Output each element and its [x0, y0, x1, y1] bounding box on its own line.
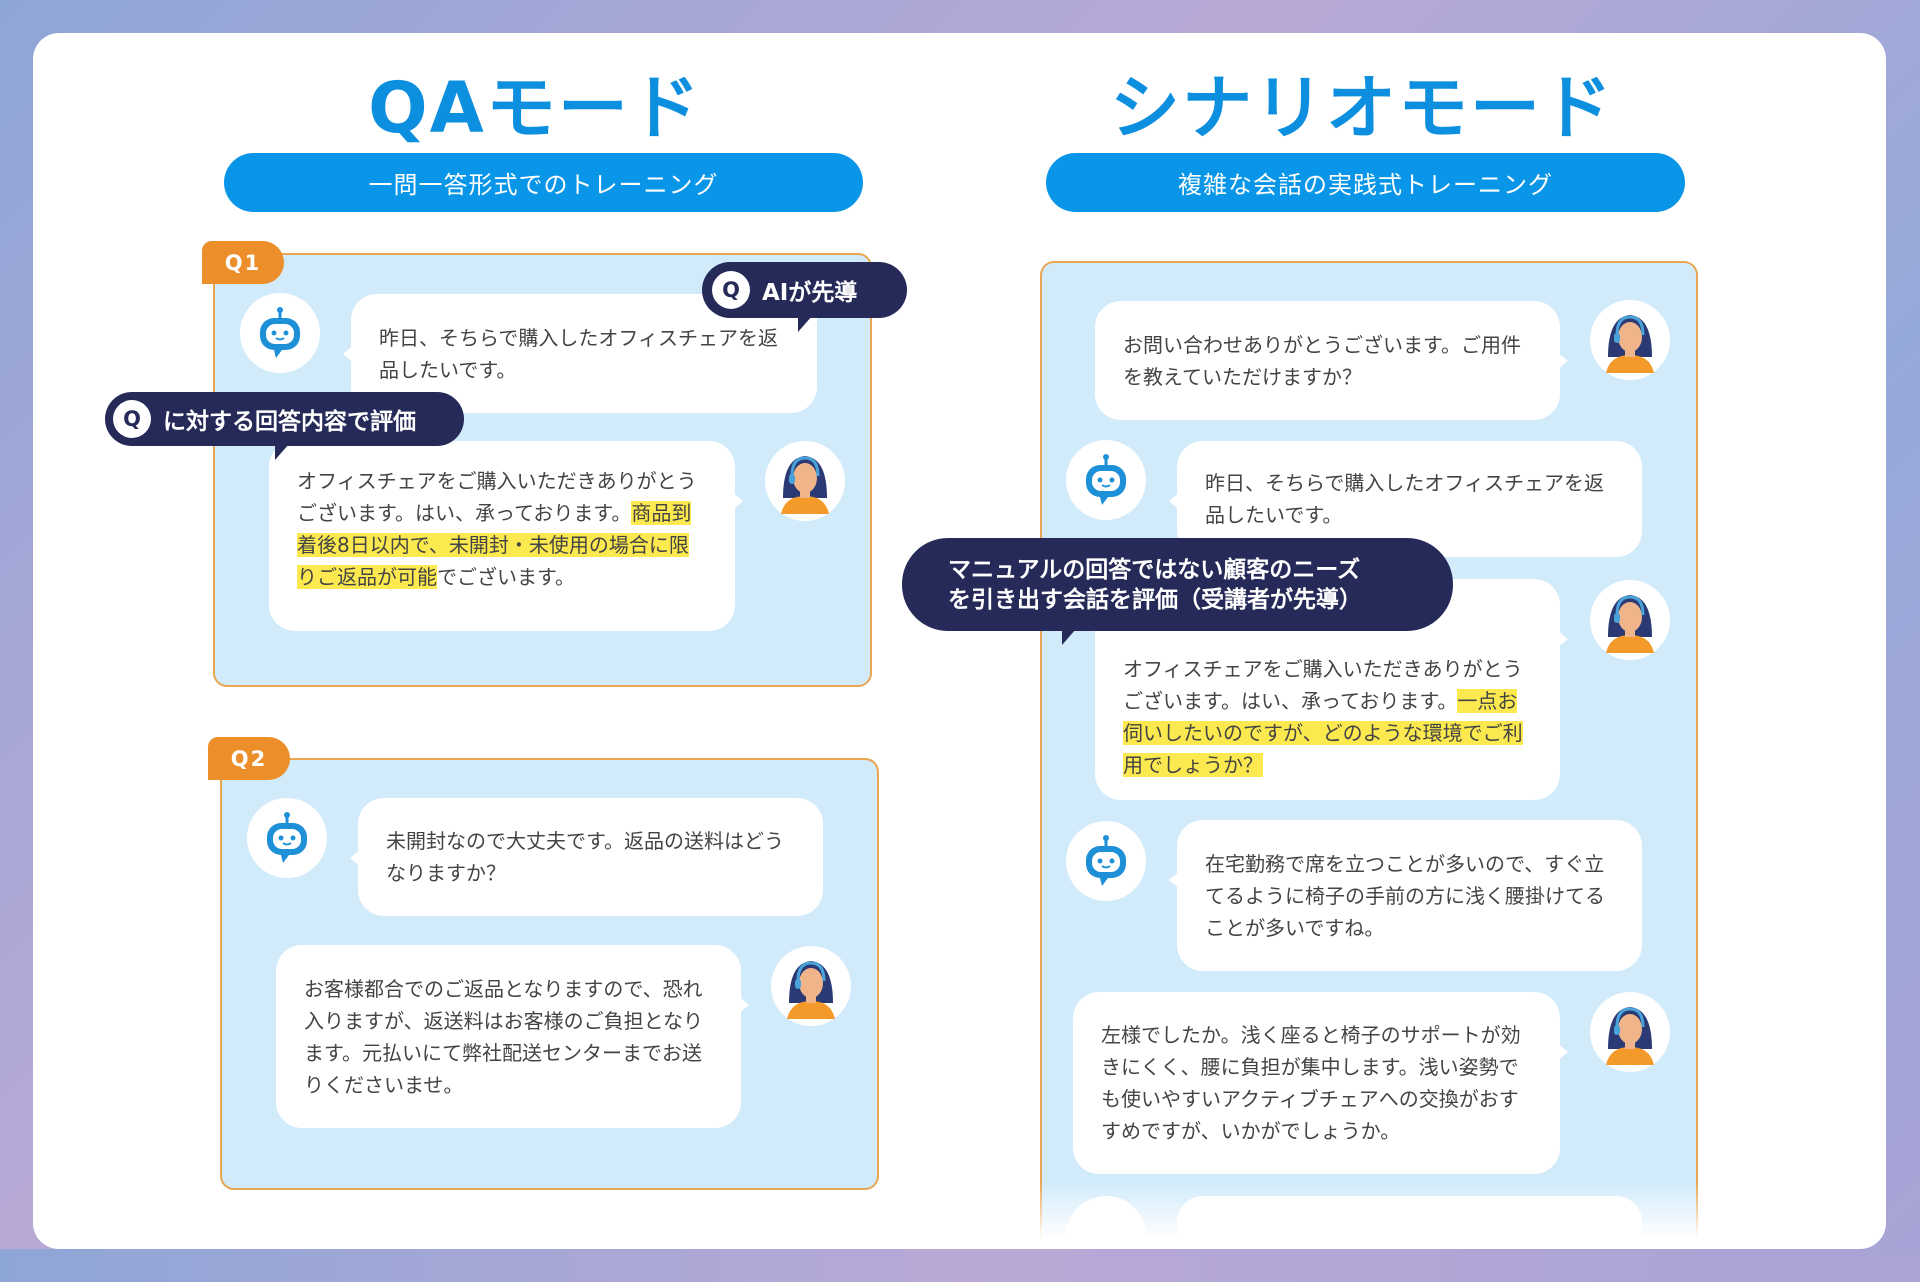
agent-avatar [1590, 580, 1670, 660]
message-text: オフィスチェアをご購入いただきありがとうございます。はい、承っております。商品到… [297, 469, 697, 589]
operator-woman-icon [785, 959, 837, 1019]
message-text: オフィスチェアをご購入いただきありがとうございます。はい、承っております。一点お… [1123, 657, 1523, 777]
scenario-evaluation-callout: マニュアルの回答ではない顧客のニーズを引き出す会話を評価（受講者が先導） [902, 538, 1453, 645]
callout-text: に対する回答内容で評価 [163, 409, 416, 435]
message-text: 左様でしたか。浅く座ると椅子のサポートが効きにくく、腰に負担が集中します。浅い姿… [1101, 1023, 1521, 1143]
operator-woman-icon [1604, 1005, 1656, 1065]
message-text: 昨日、そちらで購入したオフィスチェアを返品したいです。 [379, 325, 778, 382]
scenario-mode-title: シナリオモード [1110, 67, 1614, 149]
fade-overlay [1040, 1182, 1700, 1249]
agent-avatar [1590, 300, 1670, 380]
message-text: 昨日、そちらで購入したオフィスチェアを返品したいです。 [1205, 471, 1604, 527]
agent-avatar [765, 441, 845, 521]
scenario-agent-message: 左様でしたか。浅く座ると椅子のサポートが効きにくく、腰に負担が集中します。浅い姿… [1073, 992, 1568, 1174]
scenario-mode-subtitle: 複雑な会話の実践式トレーニング [1046, 153, 1685, 212]
callout-text: を引き出す会話を評価（受講者が先導） [948, 586, 1362, 613]
agent-avatar [1590, 992, 1670, 1072]
bot-avatar [240, 293, 320, 373]
bot-avatar [1066, 821, 1146, 901]
operator-woman-icon [1604, 313, 1656, 373]
callout-text: マニュアルの回答ではない顧客のニーズ [948, 556, 1361, 583]
robot-icon [1084, 453, 1128, 507]
callout-text: AIが先導 [762, 280, 858, 306]
robot-icon [258, 306, 302, 360]
scenario-bot-message: 在宅勤務で席を立つことが多いので、すぐ立てるように椅子の手前の方に浅く腰掛けてる… [1169, 820, 1642, 971]
q-badge-icon: Q [712, 271, 750, 309]
qa-mode-subtitle: 一問一答形式でのトレーニング [224, 153, 863, 212]
robot-icon [1084, 834, 1128, 888]
q2-agent-message: お客様都合でのご返品となりますので、恐れ入りますが、返送料はお客様のご負担となり… [276, 945, 749, 1128]
robot-icon [265, 811, 309, 865]
operator-woman-icon [1604, 593, 1656, 653]
q1-bot-message: 昨日、そちらで購入したオフィスチェアを返品したいです。 [343, 294, 817, 413]
background-strip [0, 1249, 1920, 1282]
scenario-agent-message: お問い合わせありがとうございます。ご用件を教えていただけますか？ [1095, 301, 1568, 420]
bot-avatar [247, 798, 327, 878]
q1-tag: Q1 [202, 241, 284, 284]
q2-tag: Q2 [208, 737, 290, 780]
ai-leads-callout: Q AIが先導 [702, 262, 907, 332]
answer-evaluation-callout: Q に対する回答内容で評価 [105, 392, 464, 460]
message-text: 在宅勤務で席を立つことが多いので、すぐ立てるように椅子の手前の方に浅く腰掛けてる… [1205, 851, 1605, 940]
agent-avatar [771, 946, 851, 1026]
q1-agent-message: オフィスチェアをご購入いただきありがとうございます。はい、承っております。商品到… [269, 441, 743, 631]
message-text: お客様都合でのご返品となりますので、恐れ入りますが、返送料はお客様のご負担となり… [304, 976, 703, 1097]
operator-woman-icon [779, 454, 831, 514]
message-text: 未開封なので大丈夫です。返品の送料はどうなりますか？ [386, 829, 784, 885]
scenario-bot-message: 昨日、そちらで購入したオフィスチェアを返品したいです。 [1169, 441, 1642, 557]
message-text: お問い合わせありがとうございます。ご用件を教えていただけますか？ [1123, 332, 1521, 389]
qa-mode-title: QAモード [368, 67, 702, 149]
bot-avatar [1066, 440, 1146, 520]
q-badge-icon: Q [113, 400, 151, 438]
q2-bot-message: 未開封なので大丈夫です。返品の送料はどうなりますか？ [350, 798, 823, 916]
